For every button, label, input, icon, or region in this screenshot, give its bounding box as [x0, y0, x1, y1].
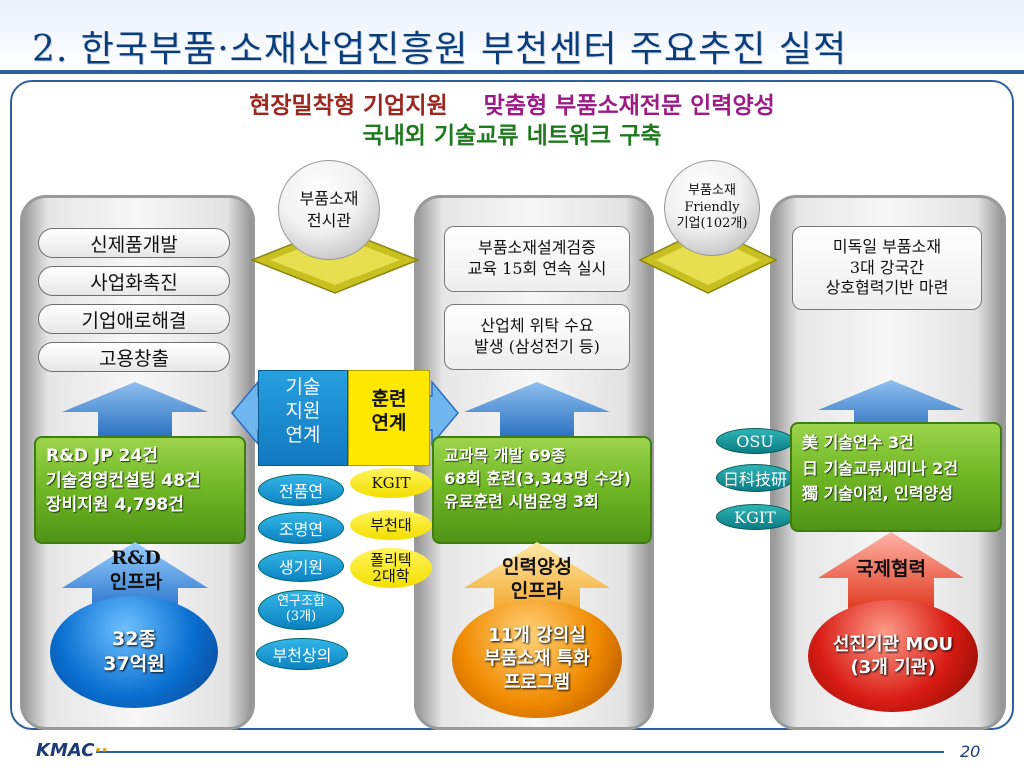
right-box1-line1: 미독일 부품소재 — [832, 236, 942, 256]
center-box2-line2: 발생 (삼성전기 등) — [474, 337, 600, 356]
sphere-left-line1: 부품소재 — [299, 189, 359, 209]
training-link-line2: 연계 — [371, 411, 407, 434]
right-red-arrow — [818, 532, 964, 610]
center-box2-line1: 산업체 위탁 수요 — [480, 316, 594, 336]
training-link-box — [348, 370, 430, 466]
tech-support-line2: 지원 — [285, 399, 321, 422]
training-link-label: 훈련 연계 — [348, 388, 430, 436]
center-blob-line1: 11개 강의실 — [488, 624, 586, 646]
oval-bucheon-chamber: 부천상의 — [256, 638, 348, 670]
oval-nikkagiken: 日科技研 — [716, 464, 794, 492]
center-arrow-label: 인력양성 인프라 — [482, 556, 592, 604]
right-infra-blob: 선진기관 MOU (3개 기관) — [808, 600, 978, 712]
headline-line2: 국내외 기술교류 네트워크 구축 — [362, 122, 662, 149]
left-green-line2: 기술경영컨설팅 48건 — [46, 470, 201, 491]
headline-part-a: 현장밀착형 기업지원 — [249, 92, 448, 119]
right-blob-line2: (3개 기관) — [850, 657, 936, 678]
right-box1-line2: 3대 강국간 — [849, 257, 925, 277]
center-up-arrow — [464, 382, 610, 438]
kmac-logo: KMAC·· — [36, 740, 108, 761]
oval-saenggiwon: 생기원 — [258, 550, 344, 582]
right-green-line2: 日 기술교류세미나 2건 — [802, 458, 959, 478]
left-infra-blob: 32종 37억원 — [50, 596, 218, 708]
logo-text: KMAC — [36, 740, 95, 761]
center-infra-blob: 11개 강의실 부품소재 특화 프로그램 — [452, 600, 622, 718]
right-green-line3: 獨 기술이전, 인력양성 — [802, 484, 953, 504]
right-green-box: 美 기술연수 3건 日 기술교류세미나 2건 獨 기술이전, 인력양성 — [790, 422, 1002, 532]
center-arrow-label-line1: 인력양성 — [502, 556, 572, 578]
pill-business-difficulty: 기업애로해결 — [38, 304, 230, 334]
sphere-right-line3: 기업(102개) — [676, 216, 748, 232]
left-up-arrow — [62, 382, 208, 438]
oval-kgit-intl: KGIT — [716, 504, 794, 530]
center-box1-line2: 교육 15회 연속 실시 — [467, 259, 607, 278]
center-blob-line3: 프로그램 — [503, 671, 571, 693]
left-blob-line1: 32종 — [112, 628, 156, 651]
tech-support-box — [258, 370, 348, 466]
logo-dots: ·· — [94, 740, 109, 761]
training-link-line1: 훈련 — [371, 388, 407, 410]
center-green-line2: 68회 훈련(3,343명 수강) — [444, 469, 631, 489]
left-green-line1: R&D JP 24건 — [46, 446, 158, 466]
sphere-right-line1: 부품소재 — [688, 182, 736, 198]
left-green-line3: 장비지원 4,798건 — [46, 495, 184, 516]
left-blob-line2: 37억원 — [103, 653, 165, 675]
oval-osu: OSU — [716, 428, 794, 454]
left-green-box: R&D JP 24건 기술경영컨설팅 48건 장비지원 4,798건 — [34, 436, 246, 544]
left-arrow-label-line2: 인프라 — [109, 570, 163, 593]
right-blob-line1: 선진기관 MOU — [832, 633, 954, 655]
right-arrow-label: 국제협력 — [856, 558, 926, 580]
page-number: 20 — [960, 742, 981, 761]
center-arrow-label-line2: 인프라 — [510, 579, 564, 602]
pill-employment: 고용창출 — [38, 342, 230, 372]
right-box1-line3: 상호협력기반 마련 — [825, 278, 949, 298]
sphere-left-line2: 전시관 — [306, 211, 352, 230]
left-arrow-label: R&D 인프라 — [90, 547, 182, 595]
oval-jomyeongyeon: 조명연 — [258, 512, 344, 544]
tech-support-label: 기술 지원 연계 — [258, 376, 348, 447]
oval-polytech: 폴리텍 2대학 — [350, 548, 432, 588]
center-green-box: 교과목 개발 69종 68회 훈련(3,343명 수강) 유료훈련 시범운영 3… — [432, 436, 652, 544]
center-green-line1: 교과목 개발 69종 — [444, 446, 566, 465]
oval-bucheon-univ: 부천대 — [350, 510, 432, 540]
center-box1-line1: 부품소재설계검증 — [478, 238, 596, 258]
oval-kgit: KGIT — [350, 468, 432, 498]
page-title: 2. 한국부품·소재산업진흥원 부천센터 주요추진 실적 — [32, 29, 848, 70]
sphere-right-line2: Friendly — [684, 199, 740, 215]
pill-commercialization: 사업화촉진 — [38, 266, 230, 296]
oval-research-union: 연구조합 (3개) — [258, 590, 344, 630]
headline-line1: 현장밀착형 기업지원 맞춤형 부품소재전문 인력양성 — [0, 86, 1024, 120]
center-blob-line2: 부품소재 특화 — [484, 648, 590, 670]
pill-new-product: 신제품개발 — [38, 228, 230, 258]
left-arrow-label-line1: R&D — [111, 547, 161, 569]
tech-support-line1: 기술 — [285, 376, 321, 398]
center-green-line3: 유료훈련 시범운영 3회 — [444, 492, 599, 512]
footer-divider — [96, 751, 944, 753]
oval-jeonpumyeon: 전품연 — [258, 474, 344, 506]
center-orange-arrow — [464, 542, 610, 620]
right-green-line1: 美 기술연수 3건 — [802, 433, 914, 452]
tech-support-line3: 연계 — [285, 423, 321, 446]
title-bar — [0, 0, 1024, 72]
title-divider — [0, 70, 1024, 74]
headline-part-b: 맞춤형 부품소재전문 인력양성 — [483, 92, 775, 119]
